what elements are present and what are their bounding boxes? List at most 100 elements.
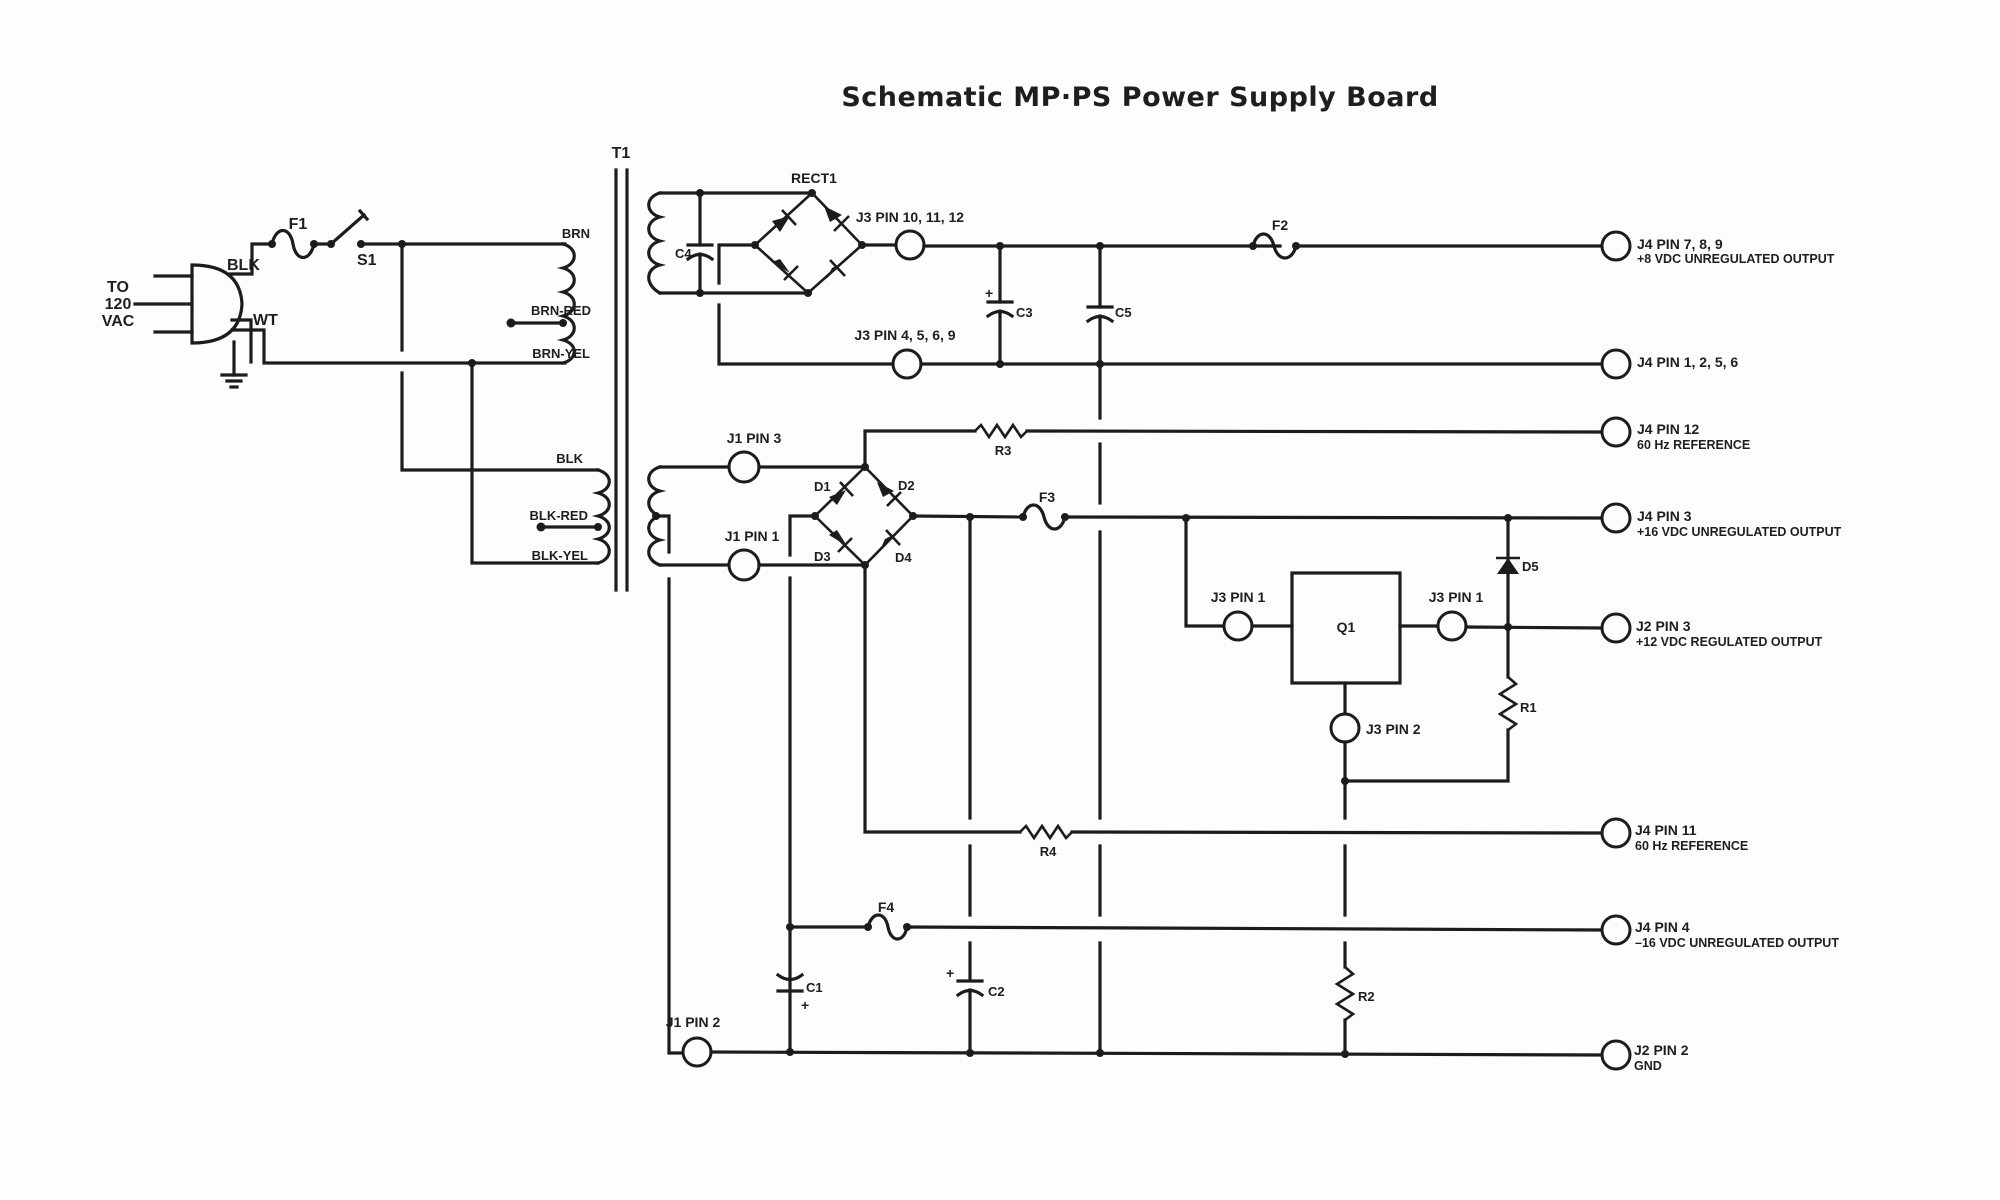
- output-desc-label: GND: [1634, 1059, 1662, 1073]
- switch-s1: [312, 208, 370, 248]
- connector-j3-pin1-in: [1222, 610, 1254, 642]
- capacitor-c2-label: C2: [988, 984, 1005, 999]
- connector-j3-pin1-out-label: J3 PIN 1: [1429, 589, 1484, 605]
- wire-wt: [230, 328, 567, 365]
- capacitor-c3-plus: +: [985, 285, 993, 301]
- resistor-r2: [1334, 966, 1356, 1056]
- diode-d2-label: D2: [898, 478, 915, 493]
- fuse-f2: [1249, 232, 1300, 260]
- bridge-rect1: [751, 189, 866, 297]
- fuse-f4: [864, 913, 911, 941]
- output-pin-label: J4 PIN 4: [1635, 919, 1690, 935]
- tap-blk-yel-label: BLK-YEL: [532, 548, 588, 563]
- tap-brn-label: BRN: [562, 226, 590, 241]
- output-desc-label: +12 VDC REGULATED OUTPUT: [1636, 635, 1823, 649]
- resistor-r1: [1343, 625, 1519, 783]
- output-connector-j4-3: J4 PIN 3 +16 VDC UNREGULATED OUTPUT: [1600, 502, 1842, 539]
- input-label-line2: 120: [105, 296, 132, 313]
- output-pin-label: J4 PIN 7, 8, 9: [1637, 236, 1723, 252]
- diode-d3-label: D3: [814, 549, 831, 564]
- ground-icon: [220, 340, 248, 389]
- connector-j3-4-5-6-9: [891, 348, 923, 380]
- wire-wt-upper: [230, 318, 253, 364]
- fuse-f2-label: F2: [1272, 217, 1289, 233]
- primary-coil-brn: [556, 242, 576, 365]
- connector-j3-10-11-12-label: J3 PIN 10, 11, 12: [856, 209, 964, 225]
- resistor-r3: [974, 422, 1028, 440]
- capacitor-c1: [775, 972, 805, 993]
- connector-j3-pin1-out: [1436, 610, 1468, 642]
- capacitor-c3-label: C3: [1016, 305, 1033, 320]
- tap-blk-red-label: BLK-RED: [530, 508, 589, 523]
- input-label-line3: VAC: [102, 313, 135, 330]
- output-connector-j2-3: J2 PIN 3 +12 VDC REGULATED OUTPUT: [1600, 612, 1823, 649]
- fuse-f3-label: F3: [1039, 489, 1056, 505]
- transformer-t1-core: [614, 168, 629, 592]
- fuse-f1-label: F1: [289, 216, 308, 233]
- capacitor-c1-plus: +: [801, 997, 809, 1013]
- diode-d1-label: D1: [814, 479, 831, 494]
- capacitor-c1-label: C1: [806, 980, 823, 995]
- resistor-r2-label: R2: [1358, 989, 1375, 1004]
- output-pin-label: J2 PIN 2: [1634, 1042, 1689, 1058]
- wire-jumper-c: [470, 361, 600, 565]
- capacitor-c5-label: C5: [1115, 305, 1132, 320]
- wire-blk: [228, 242, 274, 276]
- tap-blk-label: BLK: [556, 451, 583, 466]
- switch-s1-label: S1: [357, 252, 377, 269]
- diode-d5: [1496, 516, 1520, 629]
- connector-j1-pin3-label: J1 PIN 3: [727, 430, 782, 446]
- output-connector-j4-4: J4 PIN 4 –16 VDC UNREGULATED OUTPUT: [1600, 914, 1839, 950]
- wire-blk-label: BLK: [227, 257, 260, 274]
- output-desc-label: –16 VDC UNREGULATED OUTPUT: [1635, 936, 1839, 950]
- connector-j3-pin2-label: J3 PIN 2: [1366, 721, 1421, 737]
- output-pin-label: J4 PIN 12: [1637, 421, 1699, 437]
- connector-j1-pin1: [727, 548, 761, 582]
- output-pin-label: J2 PIN 3: [1636, 618, 1691, 634]
- capacitor-c4: [685, 191, 715, 295]
- resistor-r1-label: R1: [1520, 700, 1537, 715]
- capacitor-c3: [985, 244, 1015, 366]
- connector-j3-pin2: [1329, 712, 1361, 744]
- wire-r3: [863, 429, 977, 469]
- output-desc-label: 60 Hz REFERENCE: [1635, 839, 1748, 853]
- tap-brn-yel-label: BRN-YEL: [532, 346, 590, 361]
- output-pin-label: J4 PIN 11: [1635, 822, 1697, 838]
- resistor-r4: [1019, 823, 1073, 841]
- wire-jumper-b: [400, 371, 600, 472]
- connector-j3-10-11-12: [894, 229, 926, 261]
- capacitor-c4-label: C4: [675, 246, 692, 261]
- output-connector-j2-2: J2 PIN 2 GND: [1600, 1039, 1689, 1073]
- primary-coil-blk: [591, 468, 611, 565]
- capacitor-c2: [955, 979, 985, 1055]
- resistor-r3-label: R3: [995, 443, 1012, 458]
- wire-wt-label: WT: [253, 312, 278, 329]
- wire-r4: [863, 563, 1022, 834]
- input-label-line1: TO: [107, 279, 129, 296]
- output-pin-label: J4 PIN 1, 2, 5, 6: [1637, 354, 1738, 370]
- page-title: Schematic MP·PS Power Supply Board: [841, 82, 1438, 113]
- diode-d4-label: D4: [895, 550, 912, 565]
- connector-j1-pin1-label: J1 PIN 1: [725, 528, 780, 544]
- secondary-coil-1: [647, 191, 667, 296]
- fuse-f3: [1019, 503, 1069, 531]
- output-desc-label: +8 VDC UNREGULATED OUTPUT: [1637, 252, 1835, 266]
- tap-brn-red-label: BRN-RED: [531, 303, 591, 318]
- connector-j3-pin1-in-label: J3 PIN 1: [1211, 589, 1266, 605]
- output-desc-label: 60 Hz REFERENCE: [1637, 438, 1750, 452]
- fuse-f4-label: F4: [878, 899, 895, 915]
- output-pin-label: J4 PIN 3: [1637, 508, 1692, 524]
- ac-plug: [133, 263, 244, 345]
- bridge-rect1-label: RECT1: [791, 170, 837, 186]
- resistor-r4-label: R4: [1040, 844, 1057, 859]
- output-connector-j4-12: J4 PIN 12 60 Hz REFERENCE: [1600, 416, 1750, 452]
- transformer-t1-label: T1: [612, 145, 631, 162]
- output-desc-label: +16 VDC UNREGULATED OUTPUT: [1637, 525, 1842, 539]
- connector-j1-pin2-label: J1 PIN 2: [666, 1014, 721, 1030]
- connector-j1-pin3: [727, 450, 761, 484]
- connector-j1-pin2: [681, 1036, 713, 1068]
- capacitor-c2-plus: +: [946, 965, 954, 981]
- output-connector-j4-1-2-5-6: J4 PIN 1, 2, 5, 6: [1600, 348, 1738, 380]
